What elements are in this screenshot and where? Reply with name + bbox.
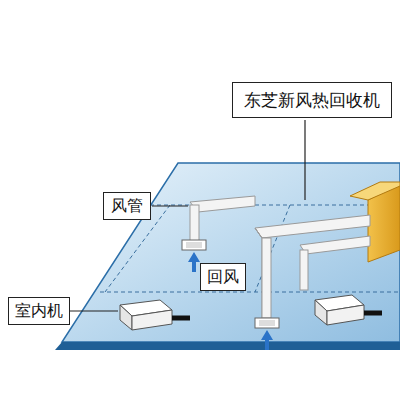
leader-lines <box>70 120 305 311</box>
floor-edge <box>55 342 400 350</box>
indoor-units <box>120 295 382 330</box>
label-text: 风管 <box>111 197 143 215</box>
indoor-unit-label-box: 室内机 <box>8 297 70 325</box>
recovery-unit-top <box>350 182 400 200</box>
ducts <box>190 196 370 318</box>
label-text: 回风 <box>207 268 239 286</box>
airflow-arrows <box>188 252 273 350</box>
label-text: 东芝新风热回收机 <box>244 91 380 110</box>
return-air-label-box: 回风 <box>200 263 246 291</box>
label-text: 室内机 <box>15 302 63 320</box>
vents <box>182 240 279 328</box>
floor-slab <box>62 163 400 342</box>
duct-label-box: 风管 <box>103 192 151 220</box>
unit-label-box: 东芝新风热回收机 <box>232 82 392 118</box>
